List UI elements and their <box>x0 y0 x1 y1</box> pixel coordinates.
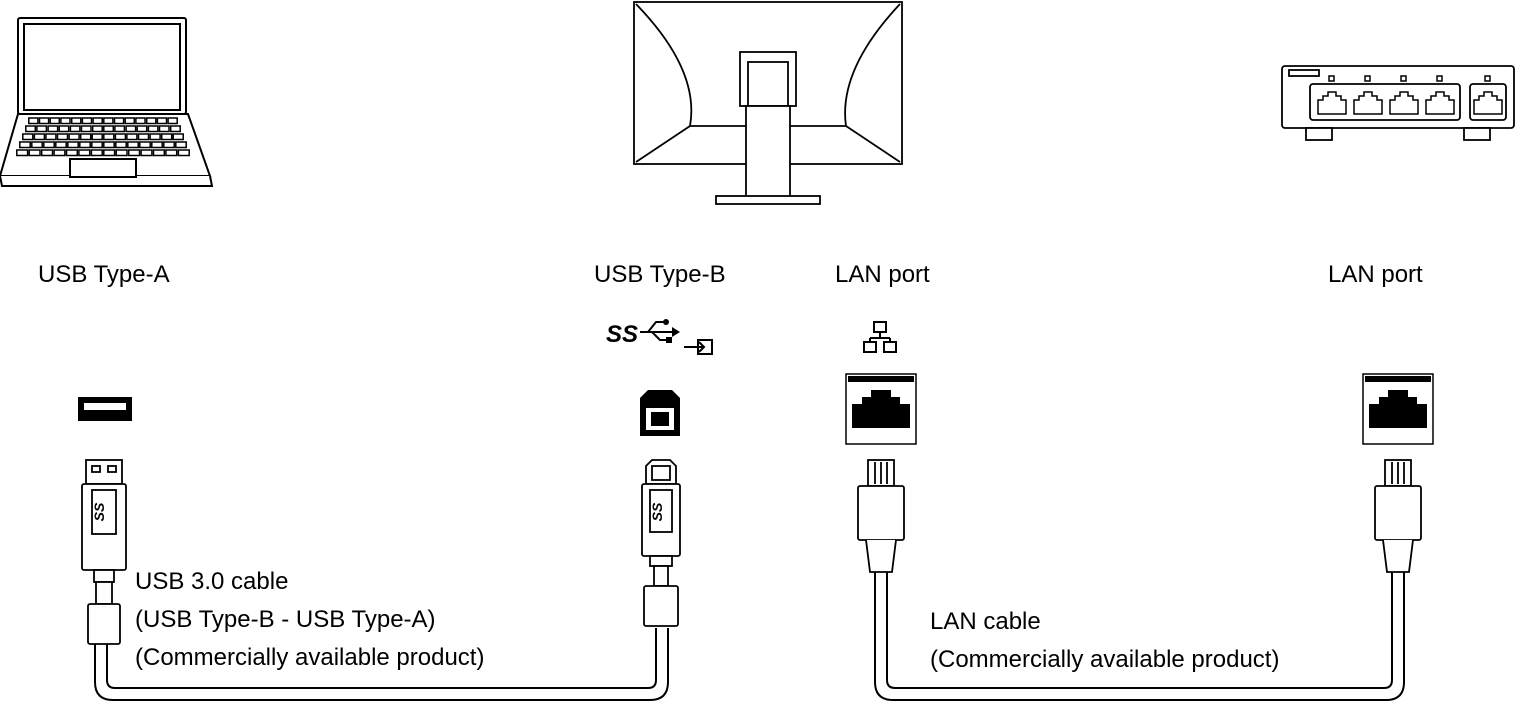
usb-type-a-label: USB Type-A <box>38 261 170 288</box>
network-icon <box>863 321 897 353</box>
rj45-plug-icon <box>1374 459 1422 573</box>
usb-type-b-port-icon <box>640 390 680 436</box>
monitor-back-icon <box>633 1 903 205</box>
lan-cable-note: (Commercially available product) <box>930 646 1280 673</box>
usb-cable-note: (Commercially available product) <box>135 644 485 671</box>
usb-type-a-port-icon <box>78 397 132 421</box>
laptop-icon <box>0 17 214 187</box>
network-hub-icon <box>1281 65 1515 141</box>
monitor-lan-port-label: LAN port <box>835 261 930 288</box>
usb-cable <box>94 628 669 701</box>
superspeed-logo-text: SS <box>606 321 638 348</box>
plug-ss-text: SS <box>649 502 665 521</box>
usb-cable-title: USB 3.0 cable <box>135 568 289 595</box>
usb-input-icon <box>684 339 713 355</box>
hub-lan-port-label: LAN port <box>1328 261 1423 288</box>
lan-cable <box>874 572 1405 701</box>
usb-type-b-label: USB Type-B <box>594 261 726 288</box>
rj45-plug-icon <box>857 459 905 573</box>
usb-type-b-plug-icon: SS <box>641 459 681 627</box>
plug-ss-text: SS <box>91 502 107 521</box>
lan-port-icon <box>1362 373 1434 445</box>
usb-type-a-plug-icon: SS <box>81 459 127 645</box>
superspeed-usb-icon: SS <box>606 319 680 348</box>
lan-cable-title: LAN cable <box>930 608 1041 635</box>
usb-cable-type: (USB Type-B - USB Type-A) <box>135 606 436 633</box>
lan-port-icon <box>845 373 917 445</box>
